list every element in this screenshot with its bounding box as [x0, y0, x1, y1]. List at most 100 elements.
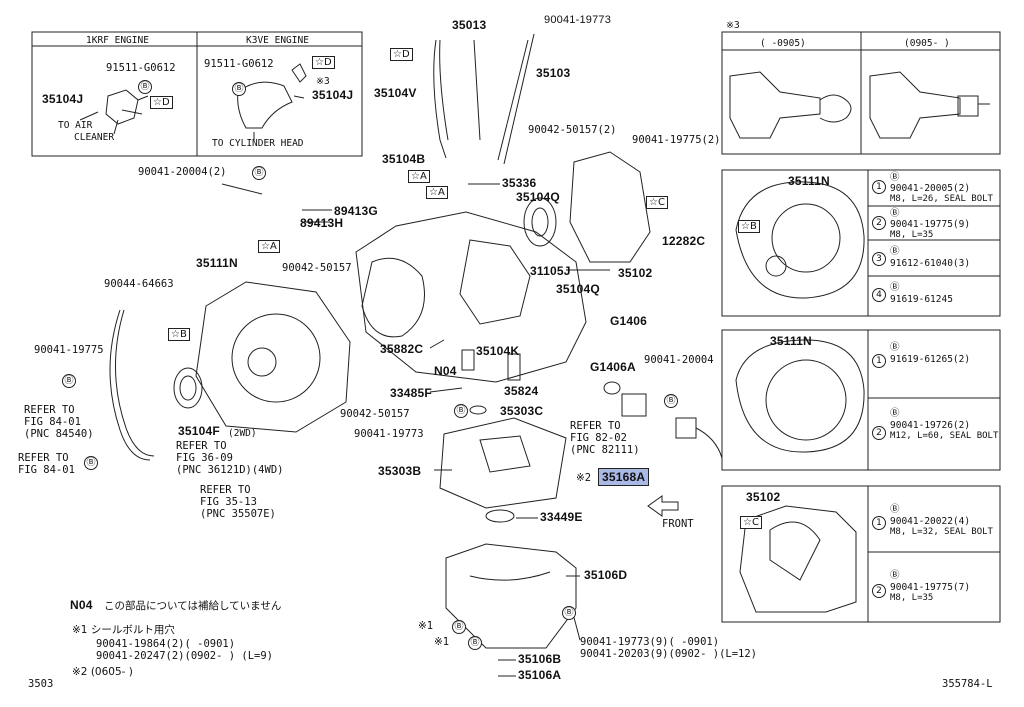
circle-b-marker: Ⓑ	[84, 456, 98, 470]
circle-b-marker: Ⓑ	[252, 166, 266, 180]
label-left-bolt: 91511-G0612	[106, 62, 176, 74]
panel3-row1-spec: M8, L=32, SEAL BOLT	[890, 527, 993, 537]
panel1-row3-num: 3	[872, 252, 886, 266]
tag-c-marker: ☆C	[740, 516, 762, 529]
label-90041-19773-top: 90041-19773	[544, 14, 612, 26]
label-90041-19775-left: 90041-19775	[34, 344, 104, 356]
label-89413H: 89413H	[300, 216, 344, 230]
panel1-row1-num: 1	[872, 180, 886, 194]
panel1-row4-num: 4	[872, 288, 886, 302]
pan-bolts-line1: 90041-19773(9)( -0901)	[580, 636, 720, 648]
label-right-bolt: 91511-G0612	[204, 58, 274, 70]
circle-b-marker: Ⓑ	[454, 404, 468, 418]
tag-c-marker: ☆C	[646, 196, 668, 209]
label-mark1-b: ※1	[434, 636, 450, 648]
label-35104V: 35104V	[374, 86, 417, 100]
ref5-line1: REFER TO	[570, 420, 621, 432]
panel3-row1-pn: 90041-20022(4)	[890, 516, 971, 527]
panel1-row2-b: Ⓑ	[890, 208, 900, 219]
label-89413G: 89413G	[334, 204, 378, 218]
panel2-part: 35111N	[770, 334, 812, 348]
ref4-line3: (PNC 35507E)	[200, 508, 276, 520]
note1-line2: 90041-20247(2)(0902- ) (L=9)	[96, 650, 274, 662]
label-35824: 35824	[504, 384, 539, 398]
ref2-line1: REFER TO	[18, 452, 69, 464]
label-G1406A: G1406A	[590, 360, 636, 374]
label-35103: 35103	[536, 66, 571, 80]
panel1-row2-pn: 90041-19775(9)	[890, 219, 971, 230]
panel1-row4-b: Ⓑ	[890, 282, 900, 293]
label-90042-50157-2: 90042-50157(2)	[528, 124, 617, 136]
label-35882C: 35882C	[380, 342, 424, 356]
tag-d-marker: ☆D	[390, 48, 413, 61]
n04-note-code: N04	[70, 598, 93, 612]
panel1-row4-pn: 91619-61245	[890, 294, 953, 305]
panel1-row1-b: Ⓑ	[890, 172, 900, 183]
label-33449E: 33449E	[540, 510, 583, 524]
ref5-line2[interactable]: FIG 82-02	[570, 432, 627, 444]
label-90042-50157-a: 90042-50157	[282, 262, 352, 274]
n04-note-text: この部品については補給していません	[104, 600, 282, 612]
tag-a-marker: ☆A	[426, 186, 448, 199]
label-35336: 35336	[502, 176, 537, 190]
circle-b-marker: Ⓑ	[664, 394, 678, 408]
label-35104K: 35104K	[476, 344, 520, 358]
note3-col-left: ( -0905)	[760, 38, 806, 49]
label-90041-19775-2: 90041-19775(2)	[632, 134, 721, 146]
ref1-line2[interactable]: FIG 84-01	[24, 416, 81, 428]
tag-b-marker: ☆B	[168, 328, 190, 341]
label-to-cylinder-head: TO CYLINDER HEAD	[212, 138, 304, 149]
label-90044-64663: 90044-64663	[104, 278, 174, 290]
pan-bolts-line2: 90041-20203(9)(0902- )(L=12)	[580, 648, 758, 660]
label-90041-20004: 90041-20004	[644, 354, 714, 366]
panel3-part: 35102	[746, 490, 781, 504]
panel2-row2-num: 2	[872, 426, 886, 440]
ref3-line2[interactable]: FIG 36-09	[176, 452, 233, 464]
tag-d-marker: ☆D	[312, 56, 335, 69]
panel1-part: 35111N	[788, 174, 830, 188]
engine-header-right: K3VE ENGINE	[246, 35, 309, 46]
label-35104Q-a: 35104Q	[516, 190, 560, 204]
ref4-line1: REFER TO	[200, 484, 251, 496]
label-12282C: 12282C	[662, 234, 706, 248]
note1-line1: 90041-19864(2)( -0901)	[96, 638, 236, 650]
label-35168A-highlighted[interactable]: 35168A	[598, 468, 650, 486]
panel3-row2-b: Ⓑ	[890, 570, 900, 581]
ref3-line3: (PNC 36121D)(4WD)	[176, 464, 284, 476]
ref1-line1: REFER TO	[24, 404, 75, 416]
circle-b-marker: Ⓑ	[452, 620, 466, 634]
panel2-row2-pn: 90041-19726(2)	[890, 420, 971, 431]
note1-title: ※1 シールボルト用穴	[72, 624, 175, 636]
label-35106D: 35106D	[584, 568, 628, 582]
ref2-line2[interactable]: FIG 84-01	[18, 464, 75, 476]
label-35303B: 35303B	[378, 464, 422, 478]
label-front: FRONT	[662, 518, 694, 530]
page-number-left: 3503	[28, 678, 54, 690]
label-35104F: 35104F	[178, 424, 220, 438]
ref4-line2[interactable]: FIG 35-13	[200, 496, 257, 508]
label-33485F: 33485F	[390, 386, 432, 400]
panel2-row2-b: Ⓑ	[890, 408, 900, 419]
label-35104F-note: (2WD)	[228, 428, 257, 439]
panel3-row2-pn: 90041-19775(7)	[890, 582, 971, 593]
circle-b-marker: Ⓑ	[232, 82, 246, 96]
label-G1406: G1406	[610, 314, 648, 328]
tag-d-marker: ☆D	[150, 96, 173, 109]
label-35104B: 35104B	[382, 152, 426, 166]
label-35102: 35102	[618, 266, 653, 280]
circle-b-marker: Ⓑ	[62, 374, 76, 388]
label-90041-19773-b: 90041-19773	[354, 428, 424, 440]
panel1-row2-spec: M8, L=35	[890, 230, 934, 240]
note2: ※2 (0605- )	[72, 666, 133, 678]
label-90041-20004-2: 90041-20004(2)	[138, 166, 227, 178]
panel2-row2-spec: M12, L=60, SEAL BOLT	[890, 431, 999, 441]
engine-header-left: 1KRF ENGINE	[86, 35, 149, 46]
circle-b-marker: Ⓑ	[468, 636, 482, 650]
label-35168A-mark: ※2	[576, 472, 592, 484]
label-90042-50157-b: 90042-50157	[340, 408, 410, 420]
panel3-row2-spec: M8, L=35	[890, 593, 934, 603]
label-N04: N04	[434, 364, 457, 378]
note3-marker: ※3	[316, 76, 330, 87]
